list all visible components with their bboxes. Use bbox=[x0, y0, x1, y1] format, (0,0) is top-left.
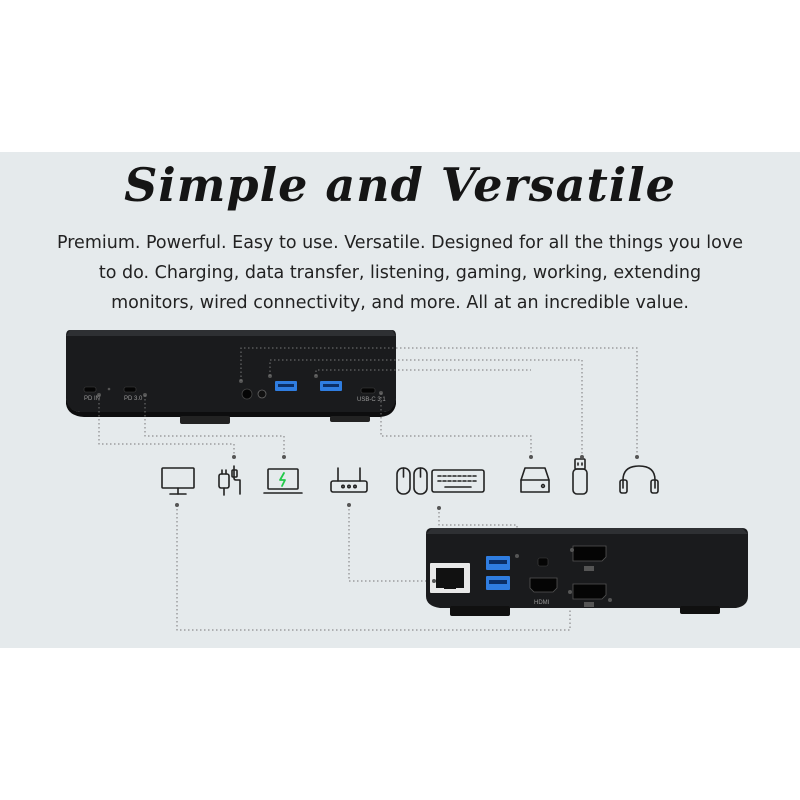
rear-dock-image: HDMI bbox=[426, 528, 748, 616]
port-label-pd-in: PD IN bbox=[84, 396, 100, 402]
charger-icon bbox=[218, 465, 241, 496]
front-dock-image: PD IN PD 3.0 USB-C 3.1 bbox=[66, 330, 396, 424]
monitor-icon bbox=[161, 467, 195, 495]
icon-markers bbox=[175, 455, 639, 510]
banner-title: Simple and Versatile bbox=[124, 158, 676, 212]
headphones-icon bbox=[619, 465, 659, 494]
port-label-pd: PD 3.0 bbox=[124, 396, 143, 402]
port-label-hdmi: HDMI bbox=[534, 600, 550, 606]
mouse-keyboard-icon bbox=[396, 467, 485, 495]
banner-description: Premium. Powerful. Easy to use. Versatil… bbox=[57, 233, 743, 313]
port-label-usbc: USB-C 3.1 bbox=[357, 397, 386, 403]
connection-lines bbox=[98, 347, 638, 631]
hard-drive-icon bbox=[520, 467, 550, 493]
laptop-icon bbox=[263, 468, 303, 494]
usb-drive-icon bbox=[572, 458, 588, 495]
rear-port-markers bbox=[432, 548, 612, 602]
router-icon bbox=[330, 467, 368, 493]
